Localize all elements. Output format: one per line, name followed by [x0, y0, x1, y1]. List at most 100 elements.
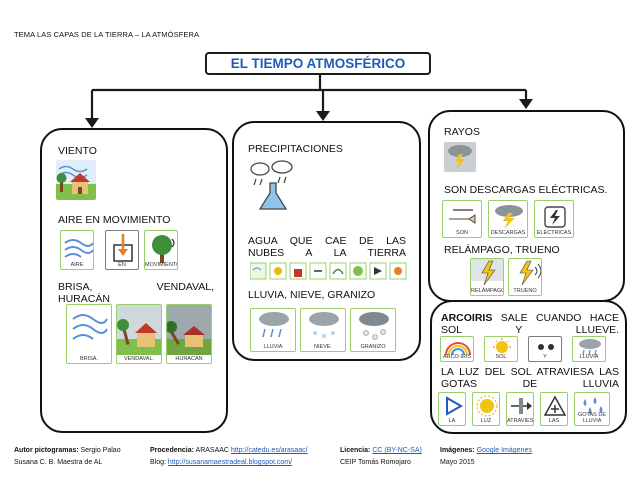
- google-images-link[interactable]: Google Imágenes: [476, 447, 532, 454]
- footer-img2: Mayo 2015: [440, 459, 475, 466]
- viento-line1: AIRE EN MOVIMIENTO: [58, 214, 171, 226]
- picto-las: LAS: [540, 392, 568, 426]
- viento-line2-vendaval: VENDAVAL,: [156, 281, 214, 293]
- blog-link[interactable]: http://susanamaestradeal.blogspot.com/: [167, 459, 293, 466]
- arrow-head-viento: [85, 118, 99, 128]
- picto-trueno: TRUENO: [508, 258, 542, 296]
- picto-caption: DESCARGAS: [490, 230, 526, 236]
- viento-title: VIENTO: [58, 145, 97, 157]
- arcoiris-line2: LA LUZ DEL SOL ATRAVIESA LAS GOTAS DE LL…: [441, 366, 619, 390]
- picto-lluvia: LLUVIA: [250, 308, 296, 352]
- wind-house-icon: [56, 160, 96, 200]
- picto-caption: LAS: [548, 418, 560, 424]
- footer-lic-label: Licencia:: [340, 447, 371, 454]
- picto-huracan: HURACÁN: [166, 304, 212, 364]
- footer-licencia: Licencia: CC (BY-NC-SA) CEIP Tomás Romoj…: [340, 445, 422, 469]
- picto-electricas: ELÉCTRICAS: [534, 200, 574, 238]
- main-title: EL TIEMPO ATMOSFÉRICO: [205, 52, 431, 75]
- rayos-line2: RELÁMPAGO, TRUENO: [444, 244, 560, 256]
- viento-house-picture: [56, 160, 96, 200]
- footer-autor-label: Autor pictogramas:: [14, 447, 79, 454]
- triangle-play-icon: [446, 396, 464, 416]
- picto-luz: LUZ: [472, 392, 500, 426]
- picto-caption: ELÉCTRICAS: [536, 230, 572, 236]
- picto-caption: ARCO IRIS: [442, 354, 472, 360]
- panel-arcoiris: ARCOIRIS SALE CUANDO HACE SOL Y LLUEVE. …: [430, 300, 627, 434]
- rain-cloud-icon: [579, 339, 601, 356]
- arcoiris-line1-text: SALE CUANDO HACE SOL Y LLUEVE.: [441, 312, 619, 336]
- arcoiris-bold: ARCOIRIS: [441, 312, 493, 324]
- in-box-icon: [113, 234, 133, 262]
- picto-caption: LUZ: [480, 418, 492, 424]
- snow-icon: [309, 312, 339, 338]
- picto-caption: LA: [448, 418, 456, 424]
- license-link[interactable]: CC (BY-NC-SA): [372, 447, 422, 454]
- footer-autor2: Susana C. B. Maestra de AL: [14, 459, 103, 466]
- panel-viento: VIENTO AIRE EN MOVIMIENTO AIRE: [40, 128, 228, 433]
- picto-granizo: GRANIZO: [350, 308, 396, 352]
- cross-through-icon: [511, 398, 532, 414]
- lightning-flash-icon: [471, 259, 503, 286]
- thunder-icon: [519, 260, 541, 286]
- picto-caption: HURACÁN: [175, 356, 203, 362]
- viento-line2-huracan: HURACÁN: [58, 293, 110, 305]
- picto-relampago: RELÁMPAGO: [470, 258, 504, 296]
- rainbow-icon: [445, 342, 471, 356]
- picto-caption: NIEVE.: [313, 344, 333, 350]
- picto-caption: GRANIZO: [360, 344, 386, 350]
- breeze-icon: [72, 314, 108, 340]
- rayos-line1: SON DESCARGAS ELÉCTRICAS.: [444, 184, 608, 196]
- panel-rayos: RAYOS SON DESCARGAS ELÉCTRICAS. SON DESC…: [428, 110, 625, 302]
- footer-img-label: Imágenes:: [440, 447, 475, 454]
- viento-line2-brisa: BRISA,: [58, 281, 93, 293]
- picto-gotas-de-lluvia: GOTAS DE LLUVIA: [574, 392, 610, 426]
- precipitaciones-small-pictos: [249, 261, 410, 281]
- picto-la: LA: [438, 392, 466, 426]
- light-sun-icon: [476, 395, 498, 417]
- raindrops-icon: [583, 397, 603, 414]
- picto-caption: MOVIMIENTO: [145, 262, 178, 268]
- sun-icon: [493, 338, 511, 353]
- arcoiris-line1: ARCOIRIS SALE CUANDO HACE SOL Y LLUEVE.: [441, 312, 619, 336]
- rain-icon: [259, 312, 289, 338]
- picto-caption: BRISA.: [79, 356, 99, 362]
- picto-caption: GOTAS DE LLUVIA: [577, 412, 606, 424]
- arasaac-link[interactable]: http://catedu.es/arasaac/: [230, 447, 308, 454]
- precipitaciones-line2: LLUVIA, NIEVE, GRANIZO: [248, 289, 376, 301]
- cloud-flask-icon: [250, 160, 293, 210]
- picto-caption: LLUVIA: [263, 344, 283, 350]
- picto-caption: RELÁMPAGO: [471, 288, 504, 294]
- precipitation-picture: [248, 159, 298, 213]
- picto-descargas: DESCARGAS: [488, 200, 528, 238]
- picto-caption: LLUVIA: [579, 354, 599, 360]
- picto-nieve: NIEVE.: [300, 308, 346, 352]
- picto-lluvia-arcoiris: LLUVIA: [572, 336, 606, 362]
- hurricane-icon: [167, 305, 211, 355]
- air-icon: [64, 239, 93, 258]
- picto-aire: AIRE: [60, 230, 94, 270]
- footer-lic2: CEIP Tomás Romojaro: [340, 459, 411, 466]
- picto-son: SON: [442, 200, 482, 238]
- picto-y: Y: [528, 336, 562, 362]
- moving-tree-icon: [152, 235, 175, 263]
- footer-autor-value: Sergio Palao: [80, 447, 121, 454]
- picto-atraviesa: ATRAVIESA: [506, 392, 534, 426]
- gale-icon: [117, 305, 161, 355]
- picto-vendaval: VENDAVAL.: [116, 304, 162, 364]
- picto-caption: AIRE: [70, 262, 84, 268]
- picto-caption: VENDAVAL.: [123, 356, 155, 362]
- arrow-head-precipitaciones: [316, 111, 330, 121]
- picto-en: EN: [105, 230, 139, 270]
- hail-icon: [359, 312, 389, 340]
- picto-caption: SON: [456, 230, 468, 236]
- arrow-head-rayos: [519, 99, 533, 109]
- picto-brisa: BRISA.: [66, 304, 112, 364]
- small-picto-strip: [249, 262, 407, 280]
- panel-precipitaciones: PRECIPITACIONES AGUA QUE CAE DE LAS NUBE…: [232, 121, 421, 361]
- viento-line2: BRISA, VENDAVAL,: [58, 281, 214, 293]
- picto-movimiento: MOVIMIENTO: [144, 230, 178, 270]
- footer-proc-value: ARASAAC: [195, 447, 229, 454]
- and-icon: [538, 344, 554, 350]
- picto-caption: Y: [543, 354, 547, 360]
